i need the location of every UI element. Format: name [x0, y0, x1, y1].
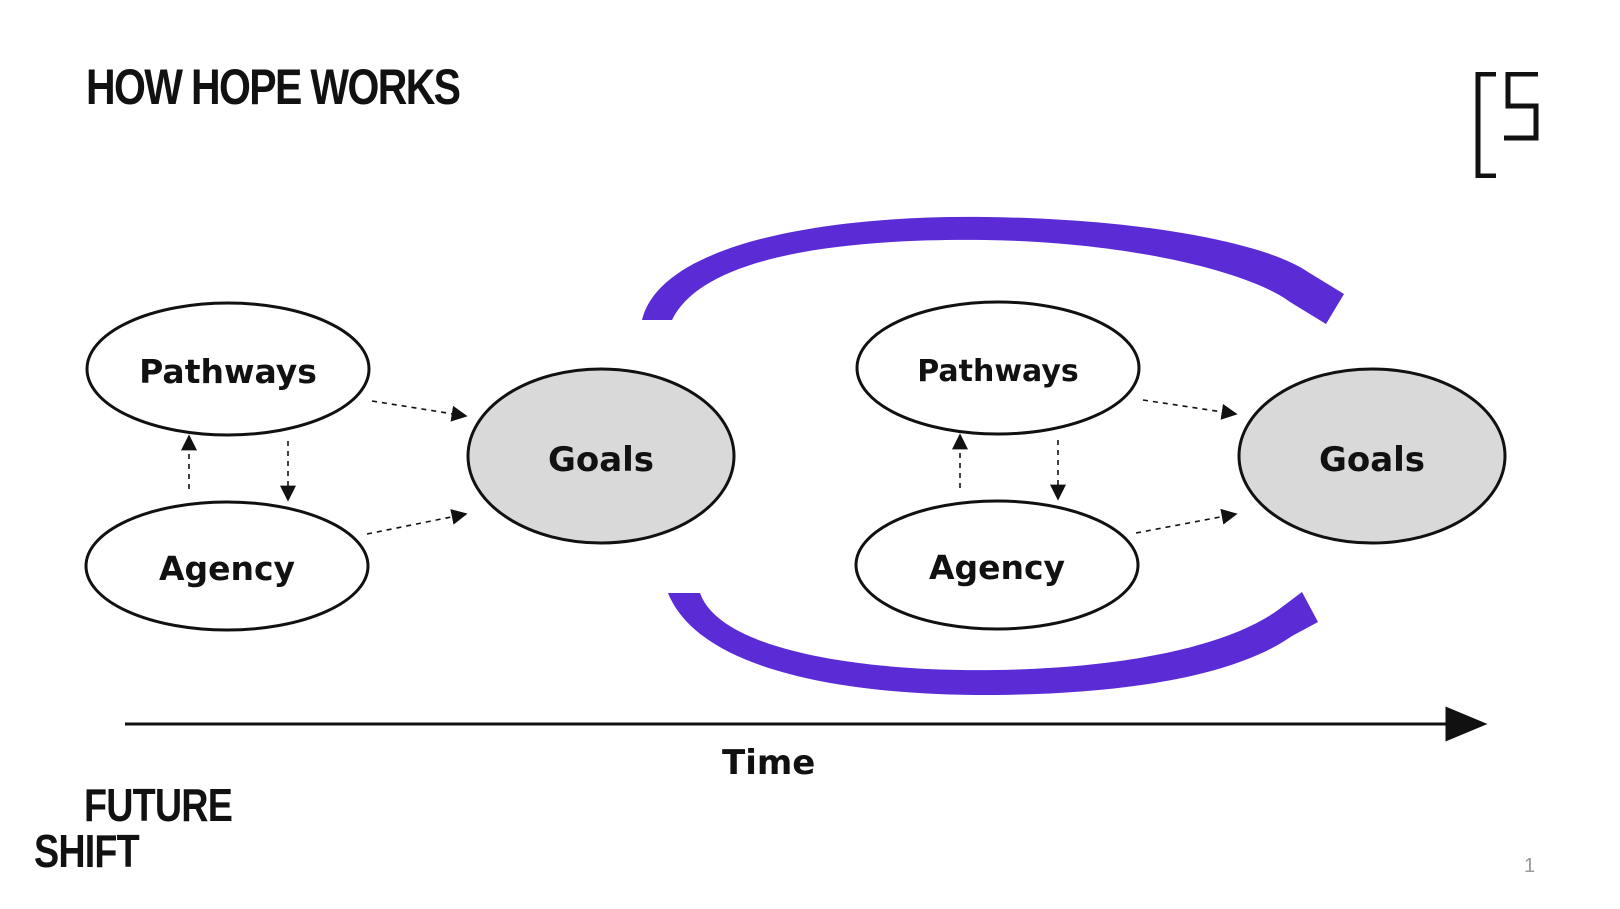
goals-label: Goals: [1319, 440, 1425, 480]
pathways-to-goals-arrow: [371, 400, 468, 422]
time-axis-label: Time: [722, 743, 816, 783]
pathways-to-goals-arrow: [1142, 399, 1238, 420]
goals-node: [1237, 367, 1507, 545]
agency-label: Agency: [159, 549, 295, 588]
pathways-node: [85, 301, 371, 437]
pathways-label: Pathways: [139, 352, 317, 391]
pathways-node: [855, 300, 1141, 436]
stage-1: Pathways Agency Goals: [84, 301, 736, 632]
upper-cycle-arrow: [642, 216, 1344, 324]
brand-wordmark-line-1: FUTURE: [84, 779, 233, 831]
goals-label: Goals: [548, 440, 654, 480]
lower-cycle-arrow: [668, 592, 1318, 696]
agency-label: Agency: [929, 548, 1065, 587]
agency-node: [854, 499, 1140, 631]
brand-wordmark-line-2: SHIFT: [34, 825, 140, 877]
agency-to-goals-arrow: [366, 509, 468, 535]
stage-2: Pathways Agency Goals: [854, 300, 1507, 631]
pathways-label: Pathways: [917, 354, 1079, 389]
fs-bracket-logo-icon: [1475, 72, 1539, 178]
agency-node: [84, 500, 370, 632]
goals-node: [466, 367, 736, 545]
agency-to-goals-arrow: [1135, 508, 1238, 534]
slide-title: HOW HOPE WORKS: [86, 59, 461, 115]
page-number: 1: [1524, 855, 1536, 877]
